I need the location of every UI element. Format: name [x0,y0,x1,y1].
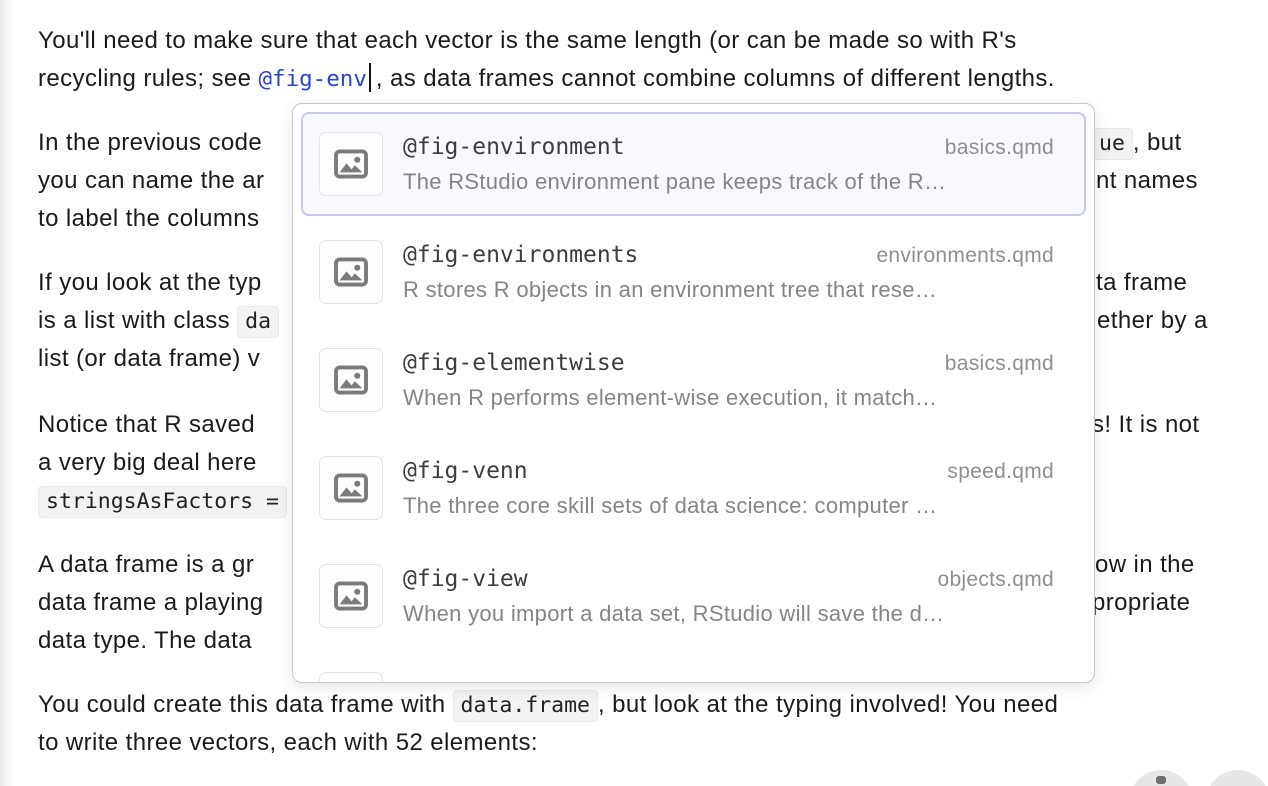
body-text: you can name the ar [38,167,265,194]
paragraph-line: If you look at the typ [38,264,262,302]
paragraph-line: In the previous code [38,124,262,162]
image-icon [319,348,383,412]
crossref-option-fig-view[interactable]: @fig-view objects.qmd When you import a … [301,544,1086,648]
crossref-option-fig-venn[interactable]: @fig-venn speed.qmd The three core skill… [301,436,1086,540]
body-text: to label the columns [38,205,260,232]
crossref-option-fig-environment[interactable]: @fig-environment basics.qmd The RStudio … [301,112,1086,216]
body-text: , but look at the typing involved! You n… [598,691,1059,718]
paragraph-line-fragment: ue, but [1091,124,1182,163]
paragraph-line: You could create this data frame with da… [38,686,1058,725]
crossref-file: basics.qmd [944,351,1054,375]
paragraph-line: data frame a playing [38,584,263,622]
paragraph-line: Notice that R saved [38,406,255,444]
body-text: A data frame is a gr [38,551,255,578]
paragraph-line-fragment: ow in the [1095,546,1195,584]
image-icon-glyph [334,257,368,287]
body-text: s! It is not [1092,411,1200,438]
body-text: recycling rules; see [38,65,259,92]
body-text: propriate [1092,589,1191,616]
nav-prev-button[interactable] [1129,770,1193,786]
image-icon-glyph [334,581,368,611]
crossref-id: @fig-elementwise [403,349,625,376]
body-text: Notice that R saved [38,411,256,438]
crossref-caption: When you import a data set, RStudio will… [403,600,945,626]
paragraph-line: a very big deal here [38,444,257,482]
crossref-option-partial[interactable]: @fig- [301,652,1086,682]
paragraph-line-fragment: propriate [1092,584,1190,622]
body-text: data type. The data [38,627,252,654]
inline-code: ue [1091,128,1133,160]
crossref-id: @fig-view [403,565,528,592]
paragraph-line-fragment: ether by a [1097,302,1208,340]
paragraph-line-fragment: ta frame [1096,264,1187,302]
body-text: list (or data frame) v [38,345,261,372]
image-icon [319,456,383,520]
crossref-caption: The RStudio environment pane keeps track… [403,168,947,194]
crossref-file: speed.qmd [947,459,1054,483]
image-icon [319,564,383,628]
left-edge-shade [0,0,15,786]
paragraph-line: recycling rules; see @fig-env , as data f… [38,60,1055,98]
body-text: You could create this data frame with [38,691,453,718]
paragraph-line-fragment: nt names [1096,162,1198,200]
image-icon [319,672,383,682]
body-text: ow in the [1095,551,1195,578]
image-icon [319,240,383,304]
image-icon [319,132,383,196]
crossref-id: @fig-environment [403,133,625,160]
nav-next-button[interactable] [1206,770,1268,786]
crossref-caption: When R performs element-wise execution, … [403,384,938,410]
body-text: In the previous code [38,129,263,156]
paragraph-line: A data frame is a gr [38,546,254,584]
body-text: , but [1132,129,1182,156]
nav-arrow-icon [1156,776,1166,784]
body-text: is a list with class [38,307,238,334]
paragraph-line: to label the columns [38,200,259,238]
image-icon-glyph [334,365,368,395]
crossref-file: environments.qmd [876,243,1054,267]
body-text: ether by a [1097,307,1208,334]
crossref-file: objects.qmd [937,567,1054,591]
paragraph-line: you can name the ar [38,162,264,200]
body-text: to write three vectors, each with 52 ele… [38,729,538,756]
body-text: ta frame [1096,269,1188,296]
paragraph-line: is a list with class da [38,302,280,341]
body-text: You'll need to make sure that each vecto… [38,27,1017,54]
inline-code: data.frame [452,690,598,722]
image-icon-glyph [334,149,368,179]
image-icon-glyph [334,473,368,503]
paragraph-line: list (or data frame) v [38,340,260,378]
paragraph-line: to write three vectors, each with 52 ele… [38,724,538,762]
crossref-option-fig-environments[interactable]: @fig-environments environments.qmd R sto… [301,220,1086,324]
paragraph-line-fragment: s! It is not [1092,406,1200,444]
crossref-id: @fig-environments [403,241,639,268]
paragraph-line: data type. The data [38,622,252,660]
body-text: a very big deal here [38,449,257,476]
crossref-caption: R stores R objects in an environment tre… [403,276,938,302]
crossref-caption: The three core skill sets of data scienc… [403,492,938,518]
body-text: nt names [1096,167,1198,194]
paragraph-line: You'll need to make sure that each vecto… [38,22,1017,60]
paragraph-line: stringsAsFactors = [38,482,287,521]
crossref-option-fig-elementwise[interactable]: @fig-elementwise basics.qmd When R perfo… [301,328,1086,432]
crossref-token: @fig-env [258,66,367,92]
crossref-autocomplete-popup: @fig-environment basics.qmd The RStudio … [292,103,1095,683]
inline-code: da [237,306,280,338]
crossref-file: basics.qmd [944,135,1054,159]
body-text: If you look at the typ [38,269,262,296]
body-text: , as data frames cannot combine columns … [375,65,1055,92]
inline-code: stringsAsFactors = [38,486,287,518]
body-text: data frame a playing [38,589,264,616]
text-cursor [368,63,371,92]
crossref-id: @fig-venn [403,457,528,484]
